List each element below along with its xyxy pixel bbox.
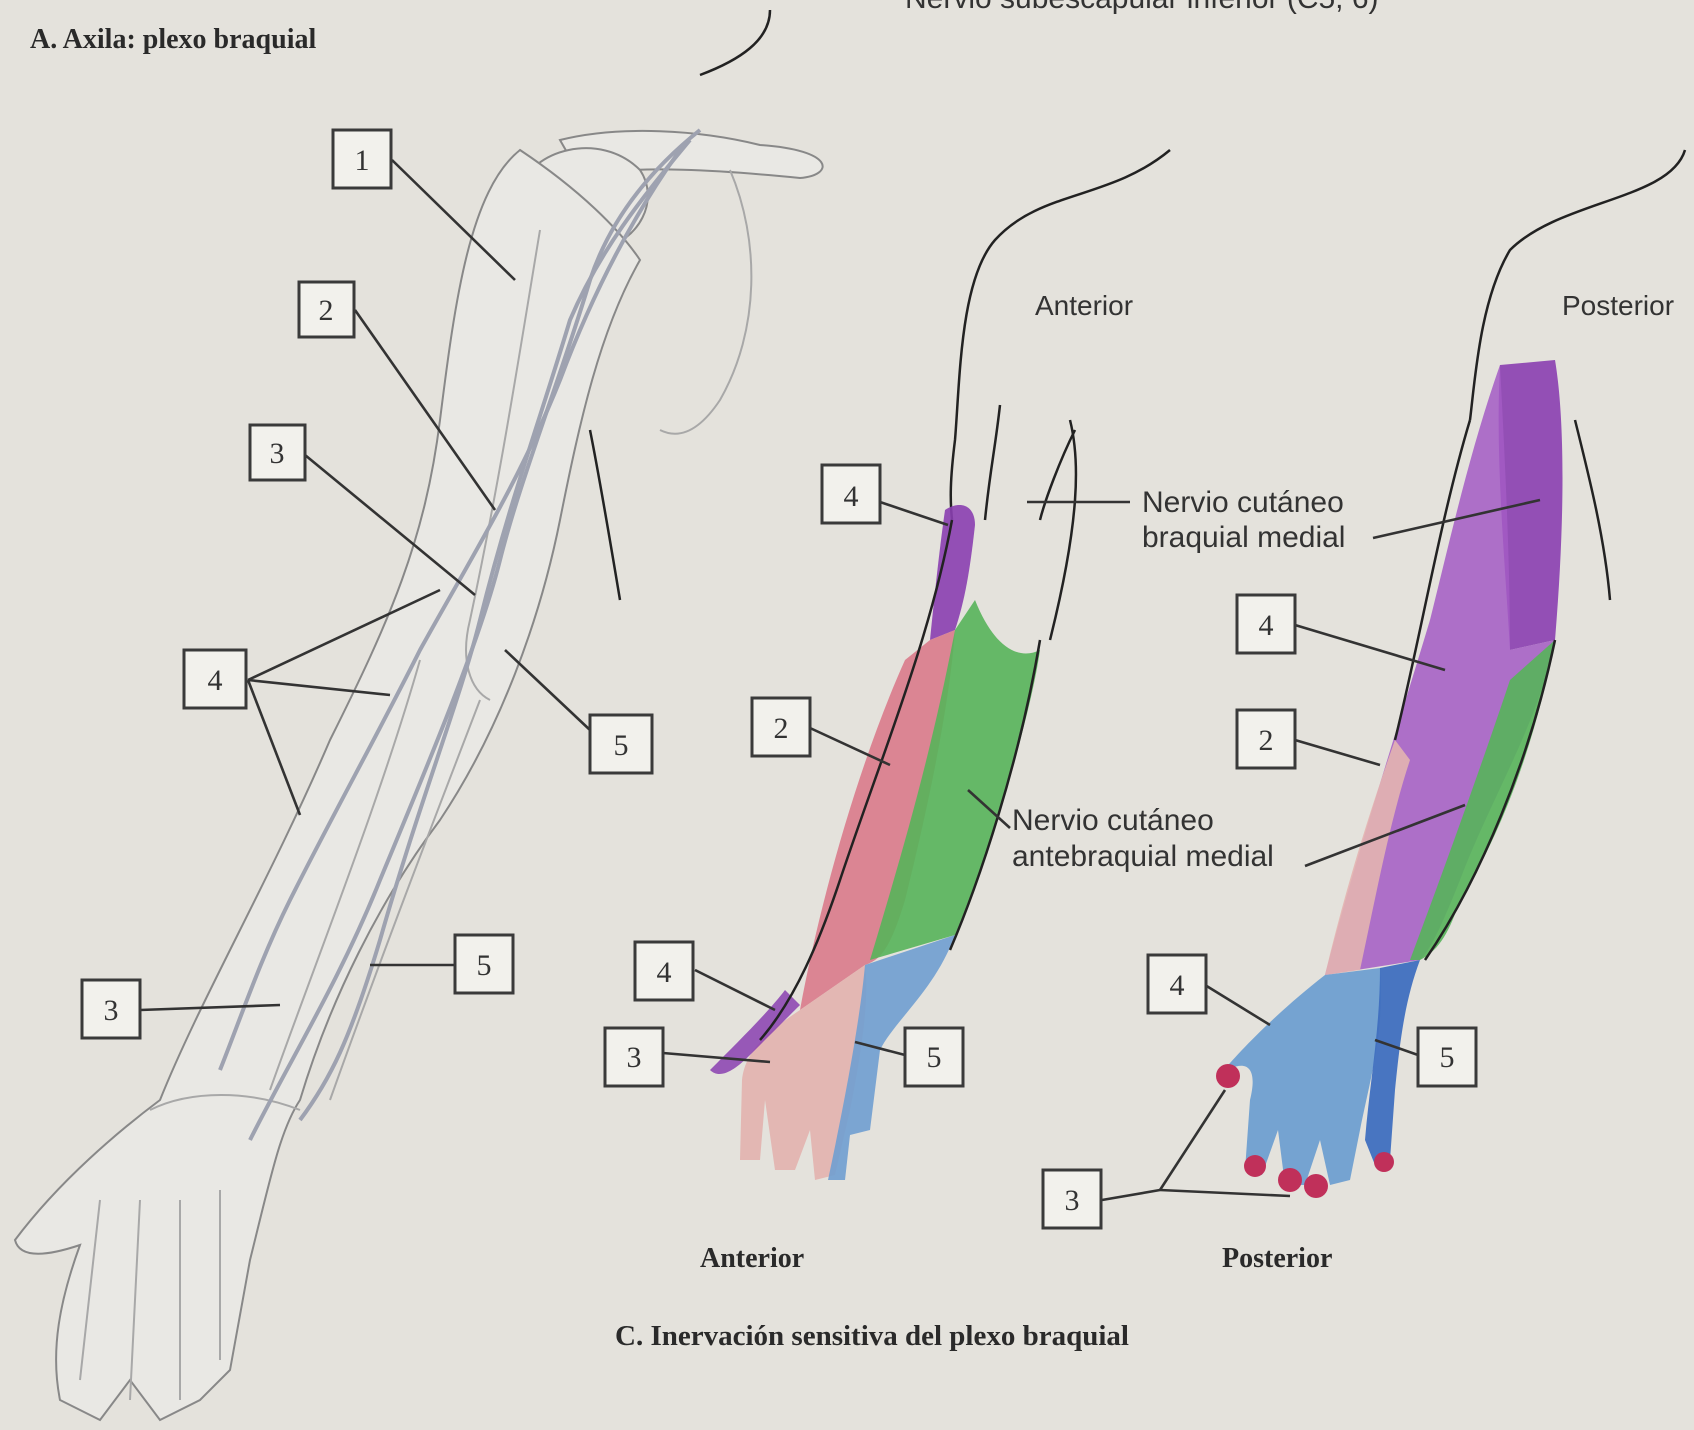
region-posterior-tip-thumb [1216, 1064, 1240, 1088]
anterior-inner-line [985, 405, 1000, 520]
title-a: A. Axila: plexo braquial [30, 24, 316, 55]
marker-post-4-top: 4 [1237, 595, 1295, 653]
axilla-line [590, 430, 620, 600]
marker-post-5: 5 [1418, 1028, 1476, 1086]
view-posterior-bottom: Posterior [1222, 1243, 1332, 1274]
posterior-back-line [1575, 420, 1610, 600]
view-posterior-top: Posterior [1562, 290, 1674, 321]
top-cut-text: Nervio subescapular inferior (C5, 6) [905, 0, 1379, 15]
svg-text:3: 3 [104, 994, 119, 1027]
marker-ant-5: 5 [905, 1028, 963, 1086]
anterior-tick [1040, 430, 1075, 520]
marker-a-1: 1 [333, 130, 391, 188]
svg-text:5: 5 [927, 1041, 942, 1074]
svg-text:4: 4 [208, 664, 223, 697]
label-braquial-medial-1: Nervio cutáneo [1142, 486, 1344, 519]
marker-post-2: 2 [1237, 710, 1295, 768]
marker-a-4: 4 [184, 650, 246, 708]
svg-text:3: 3 [1065, 1184, 1080, 1217]
marker-a-2: 2 [299, 282, 354, 337]
scapula-edge [660, 170, 751, 434]
svg-text:5: 5 [614, 729, 629, 762]
marker-ant-3: 3 [605, 1028, 663, 1086]
arm-outline [15, 150, 640, 1420]
marker-ant-2: 2 [752, 698, 810, 756]
svg-text:2: 2 [1259, 724, 1274, 757]
label-antebraquial-medial-2: antebraquial medial [1012, 840, 1274, 873]
svg-text:2: 2 [774, 712, 789, 745]
region-posterior-tip-2 [1278, 1168, 1302, 1192]
svg-text:4: 4 [1259, 609, 1274, 642]
svg-text:5: 5 [1440, 1041, 1455, 1074]
svg-text:2: 2 [319, 294, 334, 327]
view-anterior-bottom: Anterior [700, 1243, 804, 1274]
svg-text:4: 4 [1170, 969, 1185, 1002]
svg-text:5: 5 [477, 949, 492, 982]
svg-text:4: 4 [844, 480, 859, 513]
marker-a-3-low: 3 [82, 980, 140, 1038]
svg-text:3: 3 [627, 1041, 642, 1074]
marker-post-4-low: 4 [1148, 955, 1206, 1013]
svg-text:4: 4 [657, 956, 672, 989]
panel-a-arm-drawing [15, 10, 823, 1420]
region-posterior-blue-hand [1220, 968, 1381, 1185]
title-c: C. Inervación sensitiva del plexo braqui… [615, 1320, 1129, 1352]
svg-text:3: 3 [270, 437, 285, 470]
label-antebraquial-medial-1: Nervio cutáneo [1012, 804, 1214, 837]
marker-post-3: 3 [1043, 1170, 1101, 1228]
marker-ant-4-top: 4 [822, 465, 880, 523]
region-posterior-tip-1 [1244, 1155, 1266, 1177]
marker-a-5-mid: 5 [590, 715, 652, 773]
region-posterior-tip-3 [1304, 1174, 1328, 1198]
marker-ant-4-low: 4 [635, 942, 693, 1000]
marker-a-3-top: 3 [250, 425, 305, 480]
shoulder-stroke [700, 10, 770, 75]
svg-text:1: 1 [355, 144, 370, 177]
marker-a-5-low: 5 [455, 935, 513, 993]
region-posterior-tip-4 [1374, 1152, 1394, 1172]
view-anterior-top: Anterior [1035, 290, 1133, 321]
label-braquial-medial-2: braquial medial [1142, 521, 1345, 554]
